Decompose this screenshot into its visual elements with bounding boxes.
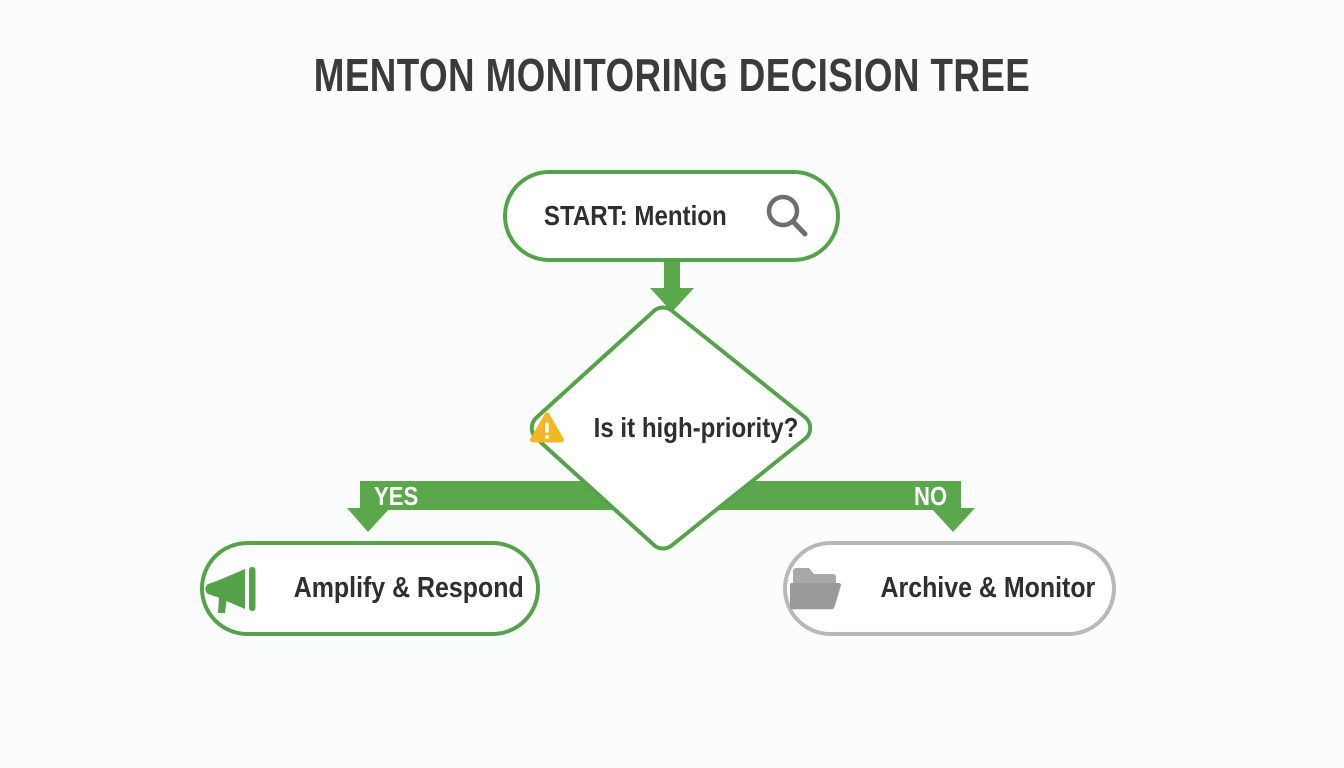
node-outcome-no[interactable]: Archive & Monitor (783, 541, 1116, 636)
node-outcome-yes-label: Amplify & Respond (293, 572, 525, 604)
edge-start-to-decision (650, 258, 694, 312)
node-outcome-no-label: Archive & Monitor (880, 572, 1095, 604)
node-decision-label: Is it high-priority? (593, 412, 798, 443)
warning-triangle-icon (529, 412, 564, 443)
node-decision[interactable]: Is it high-priority? (529, 308, 808, 548)
page-title: MENTON MONITORING DECISION TREE (313, 49, 1031, 101)
node-outcome-yes[interactable]: Amplify & Respond (200, 541, 540, 636)
search-icon (766, 194, 808, 237)
edge-label-no: NO (914, 481, 948, 511)
edge-label-yes: YES (374, 481, 419, 511)
node-start-label: START: Mention (544, 200, 727, 231)
folder-icon (789, 567, 841, 609)
node-start[interactable]: START: Mention (503, 170, 840, 262)
decision-diamond-shape (529, 305, 813, 551)
megaphone-icon (205, 566, 256, 613)
